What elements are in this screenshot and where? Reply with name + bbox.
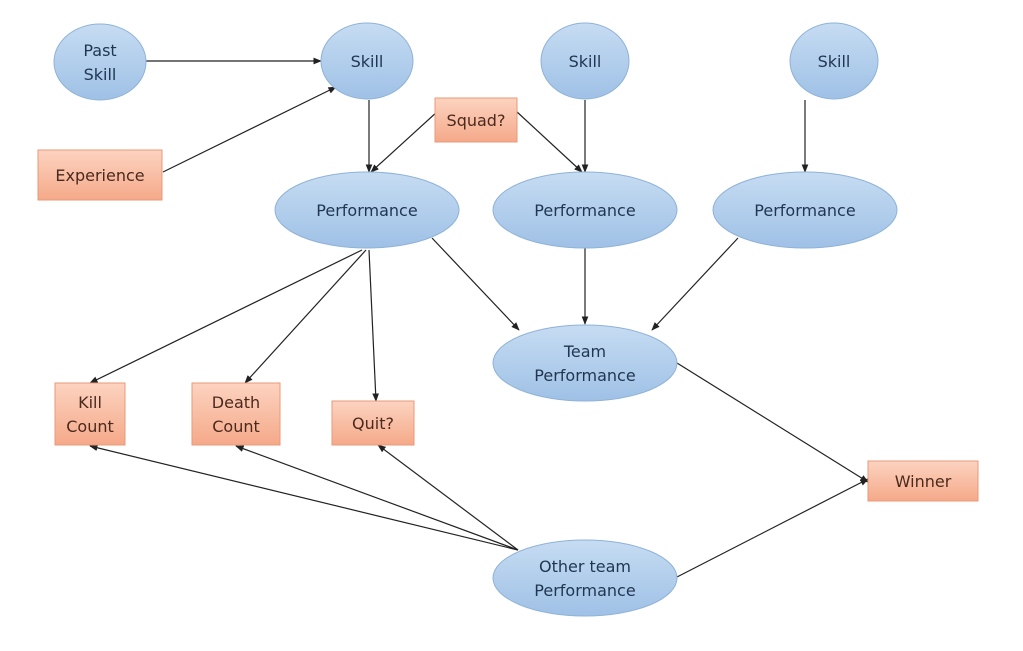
node-performance-1: Performance xyxy=(274,171,460,249)
box-shape xyxy=(37,149,163,201)
node-squad: Squad? xyxy=(434,97,518,143)
node-label: Performance xyxy=(754,201,855,220)
edge-performance-1-to-team-performance xyxy=(431,237,520,331)
ellipse-shape xyxy=(492,324,678,402)
edge-team-performance-to-winner xyxy=(676,362,869,483)
node-label: Performance xyxy=(534,366,635,385)
ellipse-shape xyxy=(789,22,879,100)
edge-performance-1-to-quit xyxy=(368,249,380,402)
node-label: Death xyxy=(212,393,260,412)
node-label: Team xyxy=(563,342,606,361)
edge-performance-1-to-death-count xyxy=(244,249,367,384)
node-performance-3: Performance xyxy=(712,171,898,249)
box-shape xyxy=(331,400,415,446)
ellipse-shape xyxy=(712,171,898,249)
node-quit: Quit? xyxy=(331,400,415,446)
box-shape xyxy=(434,97,518,143)
node-label: Skill xyxy=(818,52,851,71)
edge-other-team-performance-to-kill-count xyxy=(89,444,519,551)
node-label: Skill xyxy=(84,65,117,84)
edge-other-team-performance-to-winner xyxy=(676,478,869,578)
ellipse-shape xyxy=(492,171,678,249)
edge-squad-to-performance-1 xyxy=(370,110,439,173)
node-experience: Experience xyxy=(37,149,163,201)
box-shape xyxy=(867,460,979,502)
node-label: Performance xyxy=(534,201,635,220)
box-shape xyxy=(54,382,126,446)
node-label: Experience xyxy=(55,166,144,185)
edge-performance-1-to-kill-count xyxy=(89,249,363,384)
node-label: Kill xyxy=(78,393,102,412)
node-label: Skill xyxy=(351,52,384,71)
ellipse-shape xyxy=(492,539,678,617)
edges-layer xyxy=(89,57,869,578)
ellipse-shape xyxy=(53,23,147,101)
node-skill-2: Skill xyxy=(540,22,630,100)
node-label: Count xyxy=(66,417,114,436)
node-skill-3: Skill xyxy=(789,22,879,100)
box-shape xyxy=(191,382,281,446)
node-label: Quit? xyxy=(352,414,394,433)
edge-other-team-performance-to-death-count xyxy=(235,445,519,551)
node-label: Performance xyxy=(316,201,417,220)
node-skill-1: Skill xyxy=(320,22,414,100)
node-label: Past xyxy=(83,41,116,60)
node-label: Other team xyxy=(539,557,631,576)
ellipse-shape xyxy=(540,22,630,100)
node-label: Performance xyxy=(534,581,635,600)
node-label: Skill xyxy=(569,52,602,71)
edge-other-team-performance-to-quit xyxy=(377,444,519,551)
node-label: Squad? xyxy=(447,111,506,130)
node-label: Winner xyxy=(895,472,952,491)
node-winner: Winner xyxy=(867,460,979,502)
ellipse-shape xyxy=(274,171,460,249)
node-performance-2: Performance xyxy=(492,171,678,249)
edge-experience-to-skill-1 xyxy=(162,86,337,173)
ellipse-shape xyxy=(320,22,414,100)
edge-squad-to-performance-2 xyxy=(515,110,583,173)
edge-performance-3-to-team-performance xyxy=(651,237,739,331)
node-label: Count xyxy=(212,417,260,436)
